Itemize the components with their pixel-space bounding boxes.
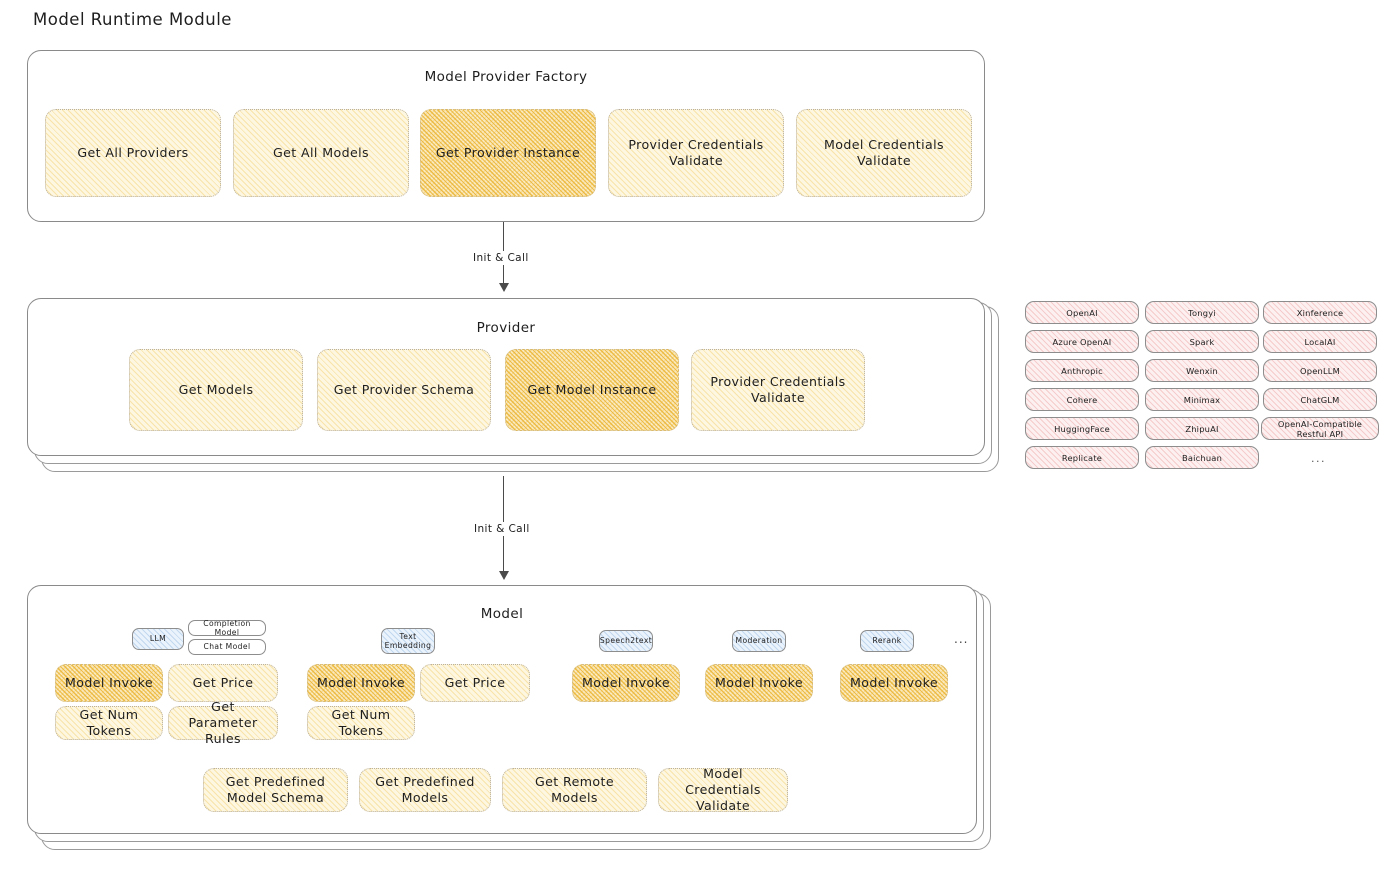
provider-chip-anthropic[interactable]: Anthropic <box>1025 359 1139 382</box>
model-type-tag-speech2text[interactable]: Speech2text <box>599 630 653 652</box>
provider-title: Provider <box>476 320 536 336</box>
arrow-label-init-and-call-1: Init & Call <box>469 251 533 265</box>
provider-chip-minimax[interactable]: Minimax <box>1145 388 1259 411</box>
provider-chip-tongyi[interactable]: Tongyi <box>1145 301 1259 324</box>
moderation-box-model-invoke[interactable]: Model Invoke <box>705 664 813 702</box>
rerank-box-model-invoke[interactable]: Model Invoke <box>840 664 948 702</box>
model-box-get-predefined-models[interactable]: Get Predefined Models <box>359 768 491 812</box>
arrow-provider-to-model-head <box>499 571 509 580</box>
provider-chip-openllm[interactable]: OpenLLM <box>1263 359 1377 382</box>
page-title: Model Runtime Module <box>33 10 232 29</box>
provider-chip-spark[interactable]: Spark <box>1145 330 1259 353</box>
model-card: Model LLM Completion Model Chat Model Mo… <box>27 585 977 834</box>
model-provider-factory-card: Model Provider Factory Get All Providers… <box>27 50 985 222</box>
provider-chip-localai[interactable]: LocalAI <box>1263 330 1377 353</box>
provider-chip-openai-compatible-restful-api[interactable]: OpenAI-Compatible Restful API <box>1261 417 1379 440</box>
factory-box-model-credentials-validate[interactable]: Model Credentials Validate <box>796 109 972 197</box>
provider-chip-xinference[interactable]: Xinference <box>1263 301 1377 324</box>
provider-box-get-models[interactable]: Get Models <box>129 349 303 431</box>
provider-box-get-model-instance[interactable]: Get Model Instance <box>505 349 679 431</box>
model-type-tag-moderation[interactable]: Moderation <box>732 630 786 652</box>
provider-chip-wenxin[interactable]: Wenxin <box>1145 359 1259 382</box>
factory-box-get-provider-instance[interactable]: Get Provider Instance <box>420 109 596 197</box>
provider-box-get-provider-schema[interactable]: Get Provider Schema <box>317 349 491 431</box>
factory-box-get-all-providers[interactable]: Get All Providers <box>45 109 221 197</box>
provider-box-provider-credentials-validate[interactable]: Provider Credentials Validate <box>691 349 865 431</box>
provider-chip-zhipuai[interactable]: ZhipuAI <box>1145 417 1259 440</box>
speech2text-box-model-invoke[interactable]: Model Invoke <box>572 664 680 702</box>
model-box-model-credentials-validate[interactable]: Model Credentials Validate <box>658 766 788 813</box>
arrow-label-init-and-call-2: Init & Call <box>470 522 534 536</box>
provider-list-ellipsis: ... <box>1311 452 1326 465</box>
provider-card: Provider Get Models Get Provider Schema … <box>27 298 985 456</box>
arrow-factory-to-provider-head <box>499 283 509 292</box>
llm-box-get-price[interactable]: Get Price <box>168 664 278 702</box>
factory-box-provider-credentials-validate[interactable]: Provider Credentials Validate <box>608 109 784 197</box>
text-embedding-box-get-num-tokens[interactable]: Get Num Tokens <box>307 706 415 740</box>
llm-box-get-num-tokens[interactable]: Get Num Tokens <box>55 706 163 740</box>
model-box-get-remote-models[interactable]: Get Remote Models <box>502 768 647 812</box>
provider-chip-replicate[interactable]: Replicate <box>1025 446 1139 469</box>
llm-box-model-invoke[interactable]: Model Invoke <box>55 664 163 702</box>
factory-box-get-all-models[interactable]: Get All Models <box>233 109 409 197</box>
model-box-get-predefined-model-schema[interactable]: Get Predefined Model Schema <box>203 768 348 812</box>
provider-chip-chatglm[interactable]: ChatGLM <box>1263 388 1377 411</box>
provider-chip-openai[interactable]: OpenAI <box>1025 301 1139 324</box>
model-type-tag-text-embedding[interactable]: Text Embedding <box>381 628 435 654</box>
model-type-tag-llm[interactable]: LLM <box>132 628 184 650</box>
model-title: Model <box>480 606 524 622</box>
model-tag-chat-model[interactable]: Chat Model <box>188 639 266 655</box>
model-type-tag-rerank[interactable]: Rerank <box>860 630 914 652</box>
model-types-ellipsis: ... <box>954 632 969 646</box>
model-provider-factory-title: Model Provider Factory <box>424 69 588 85</box>
provider-chip-huggingface[interactable]: HuggingFace <box>1025 417 1139 440</box>
llm-box-get-parameter-rules[interactable]: Get Parameter Rules <box>168 699 278 746</box>
provider-chip-cohere[interactable]: Cohere <box>1025 388 1139 411</box>
text-embedding-box-model-invoke[interactable]: Model Invoke <box>307 664 415 702</box>
model-tag-completion-model[interactable]: Completion Model <box>188 619 266 637</box>
text-embedding-box-get-price[interactable]: Get Price <box>420 664 530 702</box>
provider-chip-baichuan[interactable]: Baichuan <box>1145 446 1259 469</box>
provider-chip-azure-openai[interactable]: Azure OpenAI <box>1025 330 1139 353</box>
